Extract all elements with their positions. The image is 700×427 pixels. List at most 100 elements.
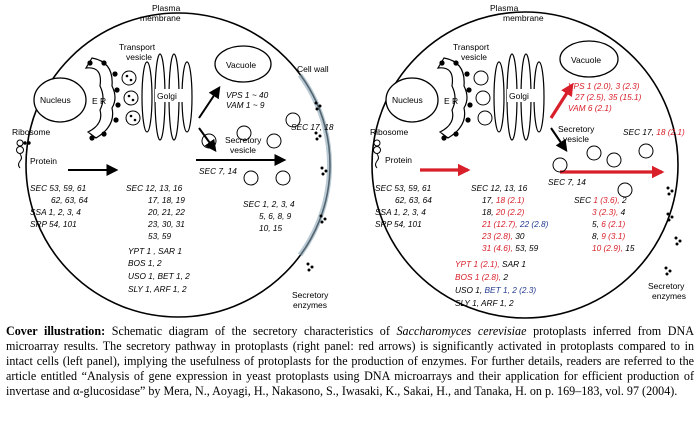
left-sec-golgi-0: SEC 12, 13, 16 — [126, 183, 183, 193]
caption-lead: Cover illustration: — [6, 324, 106, 338]
r-er-ribosomes — [439, 60, 473, 141]
gene-segment: 18, — [482, 207, 496, 217]
gene-segment: BOS 1 (2.8), — [455, 272, 503, 282]
left-sec-late-0: SEC 1, 2, 3, 4 — [243, 199, 295, 209]
left-sec-er-0: SEC 53, 59, 61 — [30, 183, 86, 193]
gene-segment: 2 — [621, 195, 627, 205]
r-nucleus-organelle — [385, 77, 439, 123]
r-golgi-line-1: 17, 18 (2.1) — [482, 195, 525, 205]
secretory-enzyme-glyphs — [306, 101, 328, 272]
r-transport-vesicles — [473, 70, 493, 126]
activated-pathway-arrows — [420, 82, 665, 179]
r-vps-line-2: VAM 6 (2.1) — [568, 103, 612, 113]
left-others-3: SLY 1, ARF 1, 2 — [128, 284, 187, 294]
gene-segment: USO 1, — [455, 285, 485, 295]
left-sec-golgi-3: 23, 30, 31 — [147, 219, 185, 229]
nucleus-organelle — [33, 77, 87, 123]
vesicle-label: vesicle — [126, 52, 152, 62]
gene-segment: 6 (2.1) — [601, 219, 625, 229]
gene-segment: , 2 (2.3) — [508, 285, 537, 295]
gene-segment: 10 (2.9), — [592, 243, 625, 253]
r-vps-line-1: 27 (2.5), 35 (15.1) — [574, 92, 642, 102]
gene-segment: 20 (2.2) — [495, 207, 525, 217]
r-others-line-0: YPT 1 (2.1), SAR 1 — [455, 259, 526, 269]
r-vps-line-0: VPS 1 (2.0), 3 (2.3) — [568, 81, 640, 91]
secretory-enzymes-label: Secretory — [292, 290, 329, 300]
r-plasma-label: Plasma — [490, 3, 519, 13]
gene-segment: 53, 59 — [515, 243, 538, 253]
r-sec-er-3: SRP 54, 101 — [375, 219, 422, 229]
gene-segment: 1 (3.6), — [593, 195, 622, 205]
r-ribosome-glyph — [373, 139, 381, 169]
r-vacuole-organelle — [559, 40, 619, 78]
left-sec-late-1: 5, 6, 8, 9 — [259, 211, 292, 221]
gene-segment: SEC — [574, 195, 593, 205]
r-golgi-label: Golgi — [509, 91, 529, 101]
er-ribosomes — [87, 60, 121, 141]
r-golgi-line-4: 23 (2.8), 30 — [481, 231, 525, 241]
left-sec-er-1: 62, 63, 64 — [51, 195, 88, 205]
left-vps: VPS 1 ~ 40 — [226, 90, 269, 100]
transport-vesicles — [121, 70, 141, 126]
gene-segment: SLY 1, ARF 1, 2 — [455, 298, 514, 308]
secretory-pathway-figure: Plasma membrane Transport vesicle Cell w… — [12, 3, 686, 319]
er-label: E R — [92, 96, 106, 106]
r-sec-er-0: SEC 53, 59, 61 — [375, 183, 431, 193]
r-golgi-line-0: SEC 12, 13, 16 — [471, 183, 528, 193]
gene-segment: 8, — [592, 231, 601, 241]
left-sec-er-3: SRP 54, 101 — [30, 219, 77, 229]
golgi-label: Golgi — [157, 91, 177, 101]
r-late-line-3: 8, 9 (3.1) — [592, 231, 625, 241]
r-sec-er-2: SSA 1, 2, 3, 4 — [375, 207, 426, 217]
gene-segment: VAM 6 (2.1) — [568, 103, 612, 113]
gene-segment: BET 1 — [485, 285, 508, 295]
r-vacuole-label: Vacuole — [571, 55, 601, 65]
right-gene-annotated: VPS 1 (2.0), 3 (2.3) 27 (2.5), 35 (15.1)… — [455, 81, 685, 308]
r-enzymes-label: enzymes — [652, 291, 686, 301]
left-vam: VAM 1 ~ 9 — [226, 100, 265, 110]
r-others-line-3: SLY 1, ARF 1, 2 — [455, 298, 514, 308]
r-secretory-vesicles — [552, 143, 654, 198]
left-sec-late-2: 10, 15 — [259, 223, 282, 233]
r-golgi-line-5: 31 (4.6), 53, 59 — [482, 243, 539, 253]
left-sec-golgi-4: 53, 59 — [148, 231, 171, 241]
gene-segment: 27 (2.5), 35 (15.1) — [574, 92, 642, 102]
pathway-arrows — [68, 86, 287, 176]
r-secretory-enzymes-label: Secretory — [648, 281, 685, 291]
r-late-line-4: 10 (2.9), 15 — [592, 243, 635, 253]
caption-part-2: protoplasts inferred from DNA microarray… — [6, 324, 694, 398]
gene-segment: 5, — [592, 219, 601, 229]
r-er-organelle — [436, 57, 468, 139]
left-sec-er-2: SSA 1, 2, 3, 4 — [30, 207, 81, 217]
gene-segment: 18 (2.1) — [496, 195, 525, 205]
r-nucleus-label: Nucleus — [392, 95, 423, 105]
gene-segment: 3 (2.3) — [616, 81, 640, 91]
vesicle-cargo-dots — [125, 74, 137, 122]
r-late-line-0: SEC 1 (3.6), 2 — [574, 195, 627, 205]
r-late-line-1: 3 (2.3), 4 — [592, 207, 626, 217]
ribosome-label: Ribosome — [12, 127, 51, 137]
r-vesicle-label: vesicle — [461, 52, 487, 62]
left-others-1: BOS 1, 2 — [128, 258, 162, 268]
caption-part-1: Schematic diagram of the secretory chara… — [105, 324, 397, 338]
golgi-label-bg — [155, 89, 185, 102]
caption-alpha: α — [73, 384, 80, 398]
r-protein-label: Protein — [385, 155, 412, 165]
r-secretory-enzyme-glyphs — [664, 186, 682, 276]
r-membrane-label: membrane — [503, 13, 544, 23]
gene-segment: 18 (2.1) — [656, 127, 685, 137]
caption-species: Saccharomyces cerevisiae — [396, 324, 527, 338]
r-golgi-label-bg — [507, 89, 537, 102]
gene-segment: 30 — [515, 231, 525, 241]
enzymes-label: enzymes — [293, 300, 327, 310]
cell-wall-layer — [297, 73, 332, 257]
left-sec-golgi-2: 20, 21, 22 — [147, 207, 185, 217]
cell-wall-label: Cell wall — [297, 64, 329, 74]
left-sec714: SEC 7, 14 — [199, 166, 237, 176]
r-sec714: SEC 7, 14 — [548, 177, 586, 187]
gene-segment: SEC 17, — [623, 127, 656, 137]
r-secretory-vesicle-label: vesicle — [563, 134, 589, 144]
gene-segment: 31 (4.6), — [482, 243, 515, 253]
gene-segment: 9 (3.1) — [601, 231, 625, 241]
gene-segment: 23 (2.8), — [481, 231, 515, 241]
